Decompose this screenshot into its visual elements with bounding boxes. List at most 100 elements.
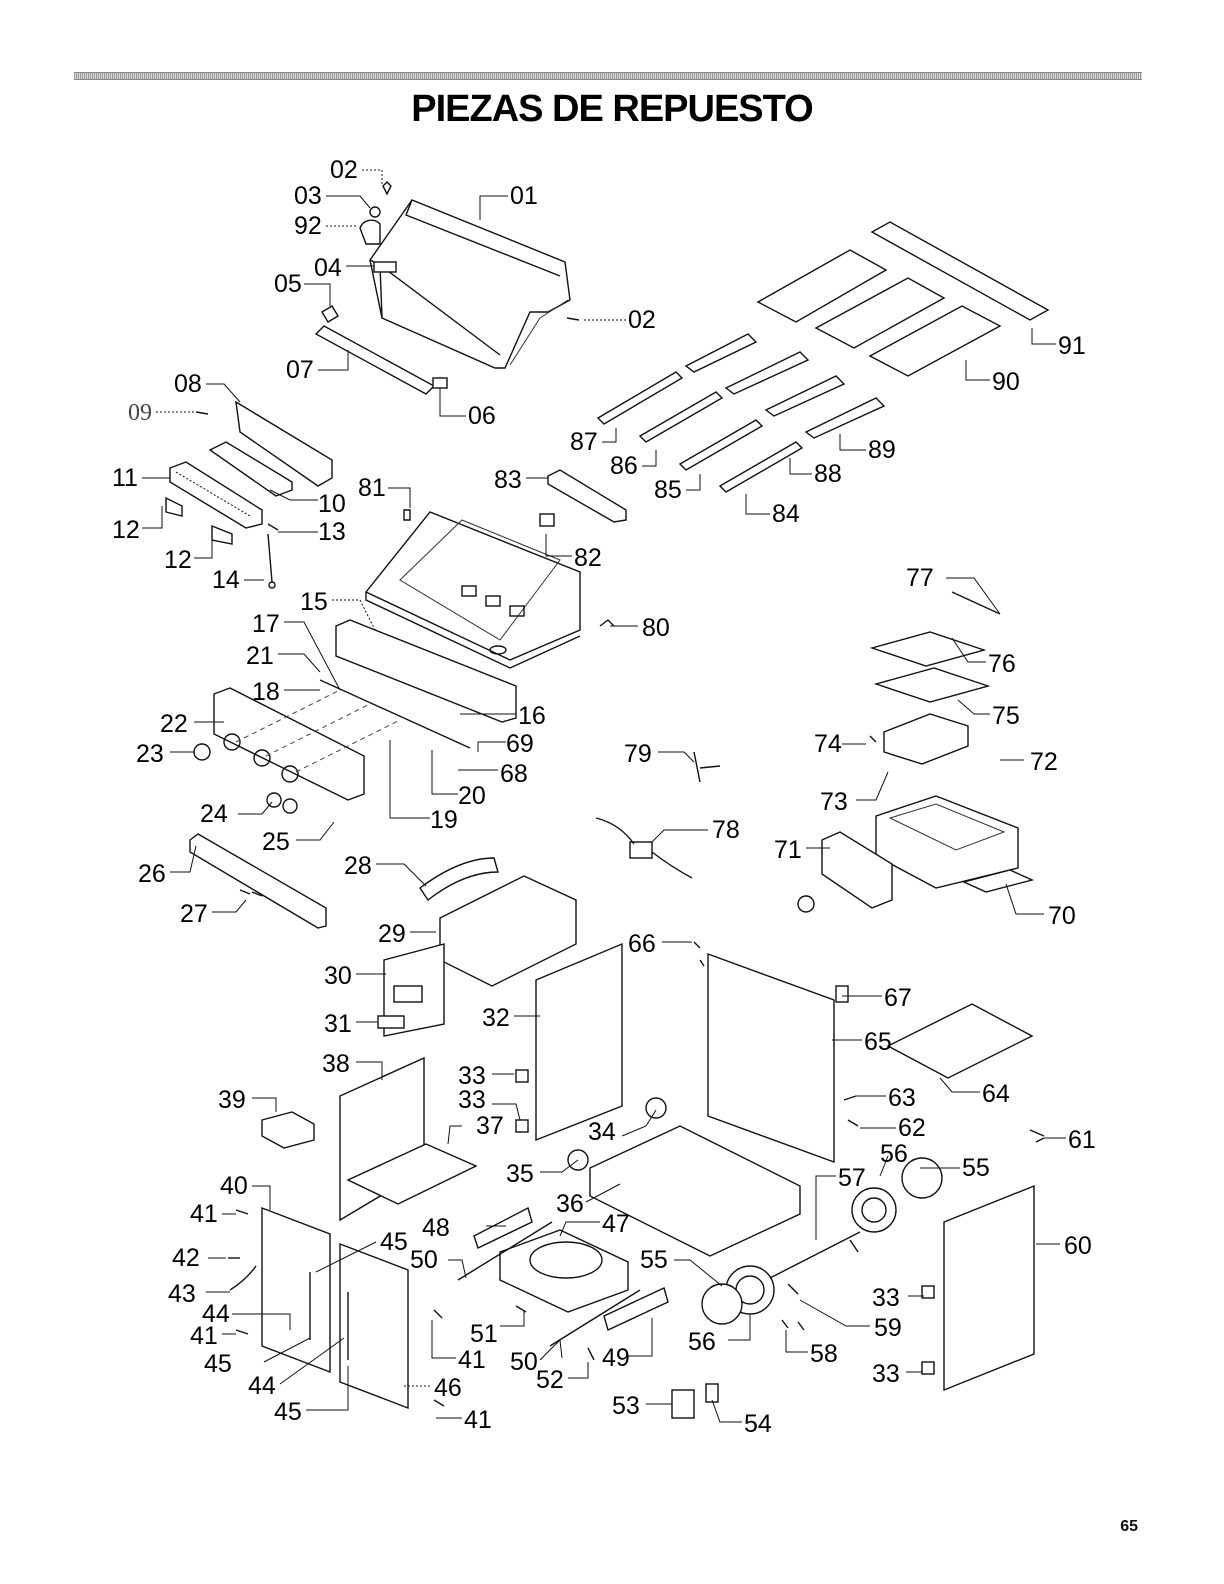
callout-30: 30 (324, 962, 352, 990)
callout-06: 06 (468, 402, 496, 430)
callout-01: 01 (510, 182, 538, 210)
callout-82: 82 (574, 544, 602, 572)
part-hood (369, 199, 571, 369)
callout-74: 74 (814, 730, 842, 758)
callout-91: 91 (1058, 332, 1086, 360)
callout-14: 14 (212, 566, 240, 594)
callout-09: 09 (128, 400, 152, 426)
callout-43: 43 (168, 1280, 196, 1308)
callout-27: 27 (180, 900, 208, 928)
callout-51: 51 (470, 1320, 498, 1348)
callout-63: 63 (888, 1084, 916, 1112)
callout-84: 84 (772, 500, 800, 528)
callout-66: 66 (628, 930, 656, 958)
callout-56: 56 (688, 1328, 716, 1356)
callout-21: 21 (246, 642, 274, 670)
callout-56: 56 (880, 1140, 908, 1168)
part-drawings (165, 181, 1050, 1419)
callout-77: 77 (906, 564, 934, 592)
callout-90: 90 (992, 368, 1020, 396)
callout-50: 50 (510, 1348, 538, 1376)
callout-49: 49 (602, 1344, 630, 1372)
callout-10: 10 (318, 490, 346, 518)
callout-33: 33 (458, 1086, 486, 1114)
callout-02: 02 (628, 306, 656, 334)
callout-86: 86 (610, 452, 638, 480)
callout-80: 80 (642, 614, 670, 642)
callout-75: 75 (992, 702, 1020, 730)
callout-44: 44 (202, 1300, 230, 1328)
callout-11: 11 (112, 464, 138, 492)
callout-79: 79 (624, 740, 652, 768)
callout-04: 04 (314, 254, 342, 282)
callout-13: 13 (318, 518, 346, 546)
callout-33: 33 (872, 1360, 900, 1388)
callout-18: 18 (252, 678, 280, 706)
callout-67: 67 (884, 984, 912, 1012)
callout-41: 41 (464, 1406, 492, 1434)
callout-62: 62 (898, 1114, 926, 1142)
callout-labels: 02 03 92 01 04 05 02 07 06 08 09 11 10 1… (112, 156, 1096, 1438)
callout-40: 40 (220, 1172, 248, 1200)
callout-76: 76 (988, 650, 1016, 678)
callout-29: 29 (378, 920, 406, 948)
leader-lines (142, 169, 1066, 1423)
callout-17: 17 (252, 610, 280, 638)
callout-55: 55 (640, 1246, 668, 1274)
callout-32: 32 (482, 1004, 510, 1032)
callout-57: 57 (838, 1164, 866, 1192)
callout-23: 23 (136, 740, 164, 768)
callout-61: 61 (1068, 1126, 1096, 1154)
callout-81: 81 (358, 474, 386, 502)
callout-50: 50 (410, 1246, 438, 1274)
callout-92: 92 (294, 212, 322, 240)
callout-19: 19 (430, 806, 458, 834)
callout-35: 35 (506, 1160, 534, 1188)
callout-41: 41 (190, 1322, 218, 1350)
callout-53: 53 (612, 1392, 640, 1420)
callout-69: 69 (506, 730, 534, 758)
callout-78: 78 (712, 816, 740, 844)
callout-39: 39 (218, 1086, 246, 1114)
callout-70: 70 (1048, 902, 1076, 930)
page-title: PIEZAS DE REPUESTO (411, 88, 814, 130)
callout-12: 12 (164, 546, 192, 574)
callout-65: 65 (864, 1028, 892, 1056)
callout-22: 22 (160, 710, 188, 738)
callout-73: 73 (820, 788, 848, 816)
callout-45: 45 (274, 1398, 302, 1426)
page-number: 65 (1120, 1518, 1138, 1535)
callout-71: 71 (774, 836, 802, 864)
callout-34: 34 (588, 1118, 616, 1146)
callout-36: 36 (556, 1190, 584, 1218)
callout-44: 44 (248, 1372, 276, 1400)
callout-12: 12 (112, 516, 140, 544)
callout-58: 58 (810, 1340, 838, 1368)
callout-24: 24 (200, 800, 228, 828)
callout-85: 85 (654, 476, 682, 504)
callout-55: 55 (962, 1154, 990, 1182)
callout-28: 28 (344, 852, 372, 880)
callout-02: 02 (330, 156, 358, 184)
callout-38: 38 (322, 1050, 350, 1078)
callout-26: 26 (138, 860, 166, 888)
callout-05: 05 (274, 270, 302, 298)
callout-16: 16 (518, 702, 546, 730)
callout-37: 37 (476, 1112, 504, 1140)
callout-47: 47 (602, 1210, 630, 1238)
callout-88: 88 (814, 460, 842, 488)
callout-03: 03 (294, 182, 322, 210)
callout-45: 45 (204, 1350, 232, 1378)
callout-41: 41 (190, 1200, 218, 1228)
callout-31: 31 (324, 1010, 352, 1038)
callout-52: 52 (536, 1366, 564, 1394)
callout-83: 83 (494, 466, 522, 494)
callout-45: 45 (380, 1228, 408, 1256)
top-rule (74, 72, 1142, 80)
callout-54: 54 (744, 1410, 772, 1438)
callout-33: 33 (458, 1062, 486, 1090)
callout-33: 33 (872, 1284, 900, 1312)
callout-60: 60 (1064, 1232, 1092, 1260)
part-grill-body (364, 511, 581, 669)
